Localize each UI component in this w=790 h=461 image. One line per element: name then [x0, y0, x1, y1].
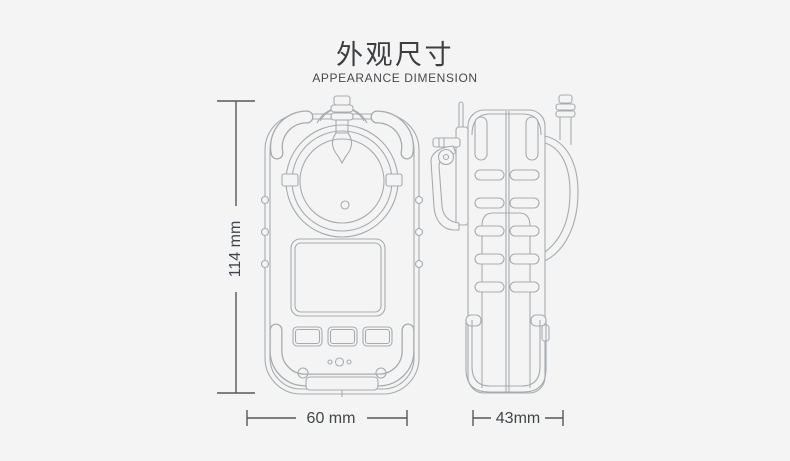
- sampling-nozzle: [330, 95, 354, 165]
- sensor-left-tab: [281, 173, 299, 187]
- depth-dimension-label: 43mm: [495, 410, 541, 427]
- shoulder-slot-right: [525, 116, 539, 161]
- side-view-drawing: [430, 94, 579, 394]
- side-nozzle: [555, 94, 576, 145]
- left-button: [292, 326, 323, 347]
- parting-line: [505, 111, 510, 392]
- rear-dome-bulge: [544, 135, 579, 262]
- page-subtitle: APPEARANCE DIMENSION: [312, 71, 478, 85]
- grip-ribs: [474, 169, 540, 293]
- page-title: 外观尺寸: [336, 40, 454, 70]
- front-view-drawing: [260, 95, 424, 397]
- shoulder-slot-left: [474, 116, 488, 161]
- middle-button: [327, 326, 358, 347]
- height-dimension-label: 114 mm: [227, 220, 244, 278]
- top-left-hook: [269, 110, 314, 160]
- display-screen: [290, 238, 386, 317]
- height-dimension-line: [217, 100, 255, 394]
- button-row: [292, 326, 393, 347]
- clip-plate: [455, 126, 469, 226]
- top-right-hook: [370, 110, 415, 160]
- width-dimension-label: 60 mm: [306, 410, 356, 427]
- width-dimension-line: [246, 410, 408, 426]
- belt-clip: [430, 101, 469, 231]
- indicator-dots: [327, 357, 352, 367]
- clip-screw: [437, 148, 455, 166]
- bottom-bumper: [269, 323, 415, 397]
- right-button: [362, 326, 393, 347]
- side-bottom-bumper: [465, 314, 550, 393]
- sensor-right-tab: [385, 173, 403, 187]
- clip-pin: [432, 137, 461, 148]
- side-nubs: [260, 195, 424, 269]
- depth-dimension-line: [472, 410, 564, 426]
- side-body-outline: [467, 109, 546, 394]
